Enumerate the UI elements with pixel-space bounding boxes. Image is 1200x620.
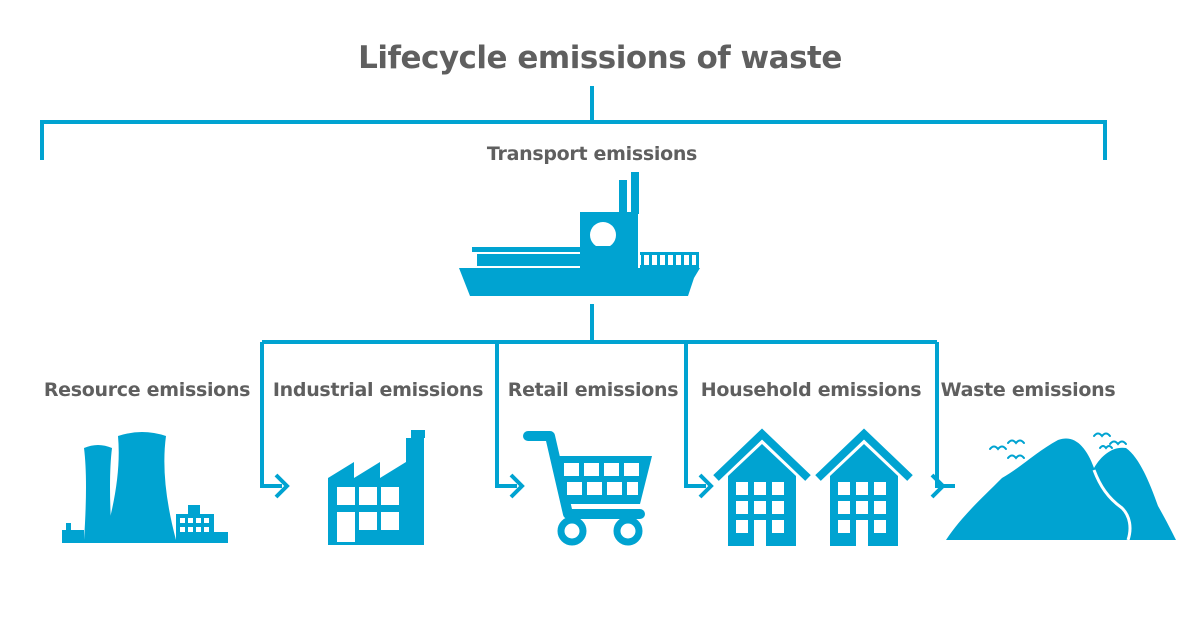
label-waste-emissions: Waste emissions: [940, 379, 1116, 401]
ship-icon: [459, 172, 700, 296]
distribution-connector: [260, 304, 955, 488]
diagram-title: Lifecycle emissions of waste: [358, 40, 842, 76]
landfill-icon: [946, 432, 1176, 541]
label-retail-emissions: Retail emissions: [507, 379, 679, 401]
houses-icon: [713, 428, 913, 546]
label-industrial-emissions: Industrial emissions: [272, 379, 484, 401]
label-resource-emissions: Resource emissions: [43, 379, 251, 401]
arrow-to-retail: [509, 473, 525, 499]
label-household-emissions: Household emissions: [700, 379, 922, 401]
arrow-heads: [274, 473, 946, 499]
factory-icon: [328, 430, 425, 545]
arrow-to-household: [698, 473, 714, 499]
top-bracket: [40, 86, 1107, 160]
power-plant-icon: [62, 432, 228, 543]
shopping-cart-icon: [523, 431, 652, 546]
arrow-to-waste: [930, 473, 946, 499]
label-transport-emissions: Transport emissions: [486, 143, 698, 165]
house-right: [815, 428, 913, 546]
house-left: [713, 428, 811, 546]
birds-icon: [989, 432, 1127, 460]
arrow-to-industrial: [274, 473, 290, 499]
ship-railing: [640, 252, 699, 268]
